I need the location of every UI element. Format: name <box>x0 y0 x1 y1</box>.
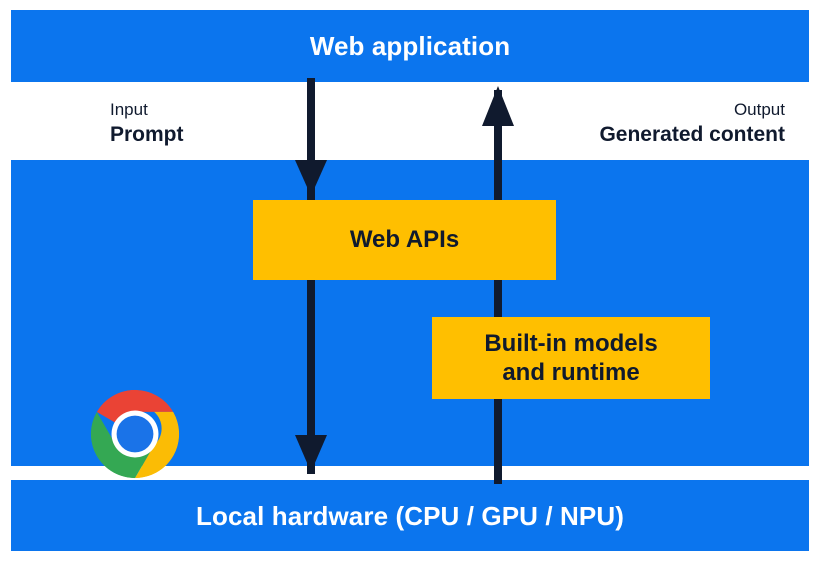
output-kind-label: Output <box>733 100 785 119</box>
box-builtin-models-label: Built-in models and runtime <box>474 329 667 388</box>
box-builtin-models-line1: Built-in models <box>484 329 658 357</box>
output-flow-label: Output Generated content <box>599 99 785 149</box>
box-builtin-models-line2: and runtime <box>502 359 640 386</box>
band-local-hardware-label: Local hardware (CPU / GPU / NPU) <box>196 500 624 531</box>
box-builtin-models: Built-in models and runtime <box>432 317 710 399</box>
input-kind-label: Input <box>110 100 148 119</box>
band-web-application: Web application <box>11 10 809 82</box>
box-web-apis: Web APIs <box>253 200 556 280</box>
chrome-logo <box>89 388 181 480</box>
band-local-hardware: Local hardware (CPU / GPU / NPU) <box>11 480 809 551</box>
band-web-application-label: Web application <box>309 31 511 61</box>
box-web-apis-label: Web APIs <box>349 226 460 254</box>
input-value-label: Prompt <box>110 122 184 146</box>
output-value-label: Generated content <box>599 122 785 146</box>
input-flow-label: Input Prompt <box>110 99 184 149</box>
